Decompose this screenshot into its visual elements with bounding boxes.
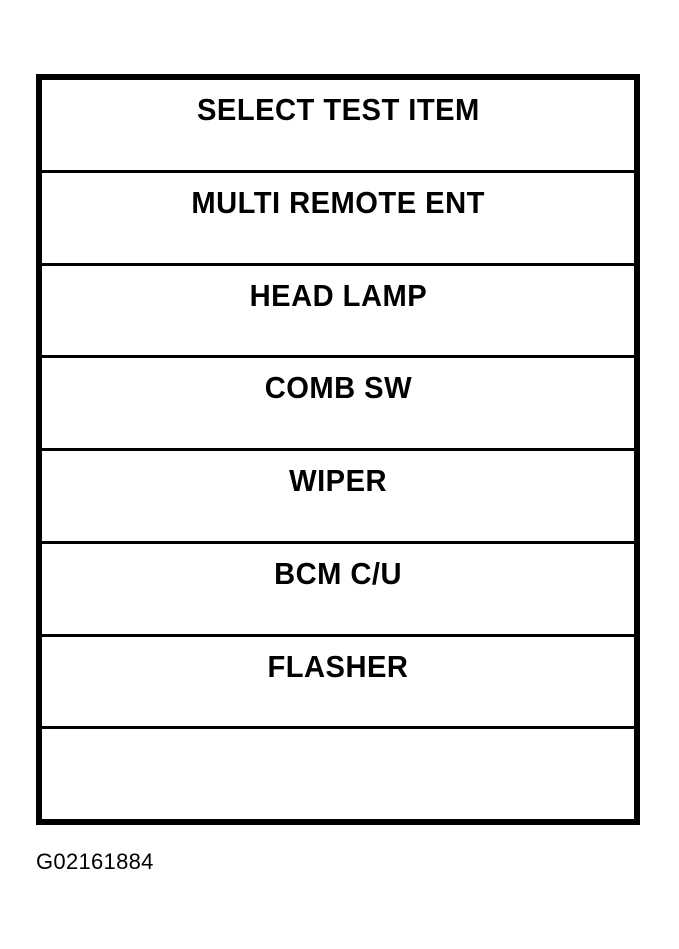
figure-caption: G02161884 [36,849,154,874]
menu-row-label: FLASHER [267,648,409,684]
menu-row-label: MULTI REMOTE ENT [191,184,485,220]
menu-row-label: COMB SW [264,370,412,406]
select-test-item-menu-panel: SELECT TEST ITEM MULTI REMOTE ENT HEAD L… [36,74,640,825]
menu-row-flasher[interactable]: FLASHER [42,636,634,730]
menu-row-label: SELECT TEST ITEM [196,92,480,127]
menu-row-select-test-item[interactable]: SELECT TEST ITEM [42,80,634,173]
menu-row-wiper[interactable]: WIPER [42,451,634,544]
menu-row-bcm-cu[interactable]: BCM C/U [42,543,634,637]
menu-row-multi-remote-ent[interactable]: MULTI REMOTE ENT [42,172,634,266]
menu-row-label: HEAD LAMP [249,277,427,313]
menu-row-head-lamp[interactable]: HEAD LAMP [42,265,634,359]
menu-row-label: BCM C/U [274,555,402,591]
menu-row-label: WIPER [289,463,387,498]
menu-row-comb-sw[interactable]: COMB SW [42,358,634,451]
menu-row-blank[interactable] [42,729,634,819]
